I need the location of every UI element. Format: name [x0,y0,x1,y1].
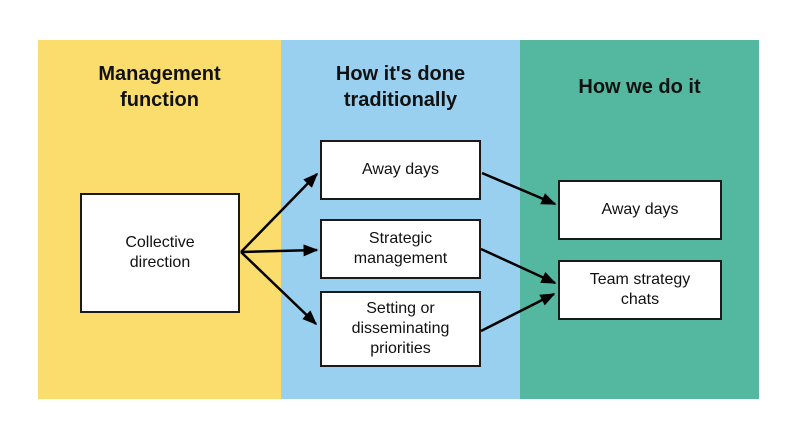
node-team-strategy-chats: Team strategy chats [558,260,722,320]
node-away-days-traditional: Away days [320,140,481,200]
node-strategic-management: Strategic management [320,219,481,279]
node-setting-or-disseminating-priorities: Setting or disseminating priorities [320,291,481,367]
node-away-days-ours: Away days [558,180,722,240]
node-collective-direction: Collective direction [80,193,240,313]
column-heading-management-function: Management function [98,63,221,111]
column-heading-how-we-do-it: How we do it [578,76,701,98]
column-heading-how-its-done-traditionally: How it's done traditionally [335,63,466,111]
